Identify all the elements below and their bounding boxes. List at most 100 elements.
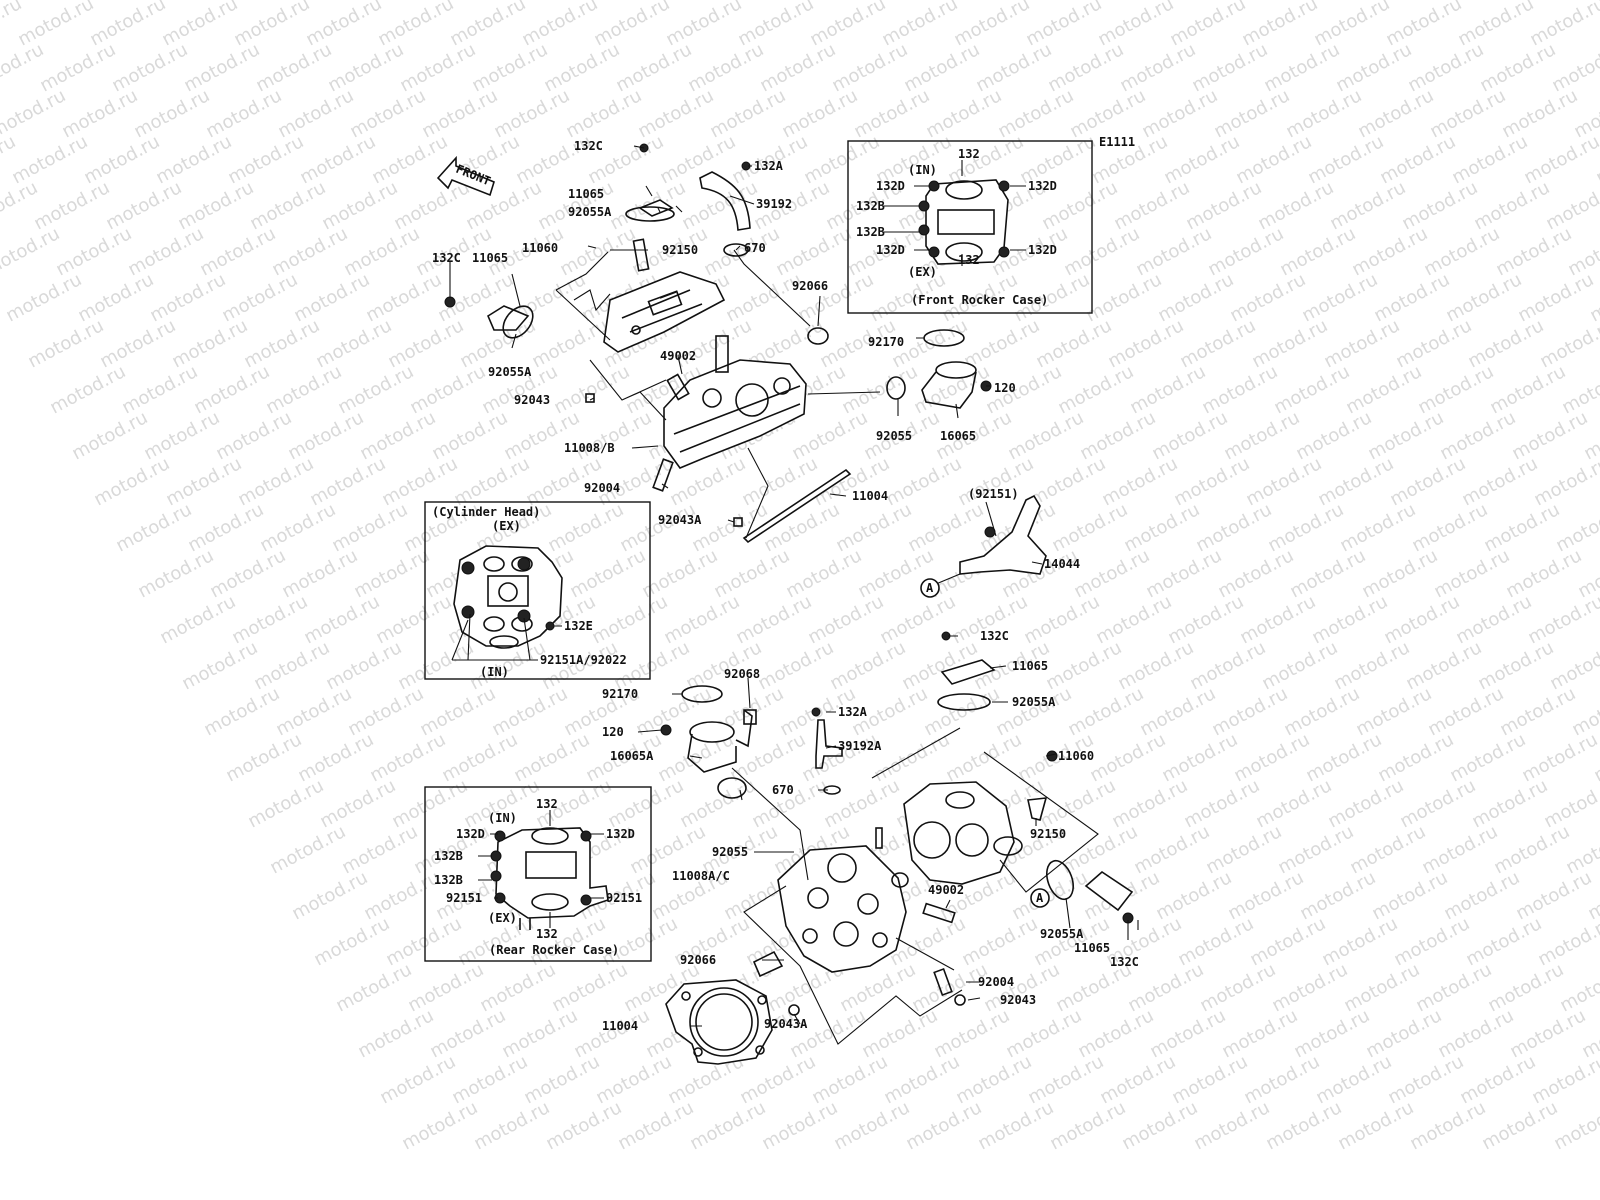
svg-text:92043: 92043 xyxy=(514,393,550,407)
svg-text:670: 670 xyxy=(744,241,766,255)
svg-text:11065: 11065 xyxy=(1074,941,1110,955)
front-rocker-case-inset xyxy=(847,140,1093,314)
svg-text:92055: 92055 xyxy=(712,845,748,859)
front-rocker-case-leaders xyxy=(882,160,1026,266)
svg-text:11008/B: 11008/B xyxy=(564,441,615,455)
rear-cylinder-head xyxy=(777,845,907,973)
svg-text:11004: 11004 xyxy=(852,489,888,503)
svg-text:92055A: 92055A xyxy=(488,365,532,379)
rear-rocker-ex-label: (EX) xyxy=(488,911,517,925)
svg-text:92170: 92170 xyxy=(602,687,638,701)
rear-leader-lines xyxy=(637,635,1139,1027)
svg-text:132B: 132B xyxy=(434,873,463,887)
svg-text:132: 132 xyxy=(958,253,980,267)
svg-text:132C: 132C xyxy=(574,139,603,153)
cylinder-head-ex-label: (EX) xyxy=(492,519,521,533)
svg-text:132B: 132B xyxy=(856,225,885,239)
rear-clamp-92170 xyxy=(681,685,723,703)
rear-cylinder-head-cover xyxy=(903,781,1023,885)
inset-titles: (Front Rocker Case) (IN) (EX) 132 132D 1… xyxy=(432,147,1057,957)
rear-rocker-in-label: (IN) xyxy=(488,811,517,825)
svg-text:11008A/C: 11008A/C xyxy=(672,869,730,883)
svg-text:132C: 132C xyxy=(432,251,461,265)
svg-text:16065A: 16065A xyxy=(610,749,654,763)
cylinder-head-leaders xyxy=(451,613,562,661)
svg-text:132C: 132C xyxy=(1110,955,1139,969)
svg-text:92043A: 92043A xyxy=(658,513,702,527)
rear-rocker-case-drawing xyxy=(490,827,609,930)
svg-text:132D: 132D xyxy=(456,827,485,841)
svg-text:92055: 92055 xyxy=(876,429,912,443)
front-rocker-ex-label: (EX) xyxy=(908,265,937,279)
rear-cylinder-head-gasket xyxy=(665,979,773,1065)
svg-text:132D: 132D xyxy=(606,827,635,841)
svg-text:92043A: 92043A xyxy=(764,1017,808,1031)
front-cylinder-head-cover xyxy=(603,271,726,353)
svg-text:11065: 11065 xyxy=(568,187,604,201)
part-number-labels: 132C 132A 11065 39192 92055A 11060 92150… xyxy=(432,139,1139,1033)
svg-text:92170: 92170 xyxy=(868,335,904,349)
front-cylinder-head xyxy=(663,359,807,469)
svg-text:92151: 92151 xyxy=(446,891,482,905)
svg-text:92150: 92150 xyxy=(1030,827,1066,841)
svg-text:(92151): (92151) xyxy=(968,487,1019,501)
svg-text:132: 132 xyxy=(536,797,558,811)
svg-text:49002: 49002 xyxy=(928,883,964,897)
front-bracket-14044 xyxy=(959,494,1047,575)
front-leader-lines xyxy=(449,145,1043,585)
svg-text:A: A xyxy=(926,581,934,595)
svg-text:92150: 92150 xyxy=(662,243,698,257)
svg-text:39192A: 39192A xyxy=(838,739,882,753)
rear-intake-joint-16065A xyxy=(687,709,753,773)
svg-text:92004: 92004 xyxy=(584,481,620,495)
svg-text:92151A/92022: 92151A/92022 xyxy=(540,653,627,667)
front-clamp-92170 xyxy=(923,329,965,347)
svg-text:14044: 14044 xyxy=(1044,557,1080,571)
svg-text:92043: 92043 xyxy=(1000,993,1036,1007)
svg-text:120: 120 xyxy=(994,381,1016,395)
cylinder-head-in-label: (IN) xyxy=(480,665,509,679)
svg-text:11065: 11065 xyxy=(1012,659,1048,673)
svg-text:132: 132 xyxy=(536,927,558,941)
rear-rocker-case-leaders xyxy=(478,810,604,928)
front-rocker-case-drawing xyxy=(918,179,1010,265)
cylinder-head-top-view xyxy=(453,545,563,649)
front-misc-parts xyxy=(444,143,996,641)
marker-a-upper: A xyxy=(920,578,940,598)
front-rocker-in-label: (IN) xyxy=(908,163,937,177)
diagram-code: E1111 xyxy=(1099,135,1135,149)
svg-text:120: 120 xyxy=(602,725,624,739)
svg-text:92151: 92151 xyxy=(606,891,642,905)
front-cylinder-head-gasket xyxy=(742,468,852,544)
svg-text:132D: 132D xyxy=(1028,243,1057,257)
marker-a-lower: A xyxy=(1030,888,1050,908)
svg-text:670: 670 xyxy=(772,783,794,797)
svg-text:92055A: 92055A xyxy=(568,205,612,219)
rear-assembly-frame-lines xyxy=(731,727,1099,1045)
svg-text:132B: 132B xyxy=(856,199,885,213)
cylinder-head-title: (Cylinder Head) xyxy=(432,505,540,519)
svg-text:39192: 39192 xyxy=(756,197,792,211)
cylinder-head-inset xyxy=(424,501,651,680)
rear-cover-plate-11065 xyxy=(937,659,1134,912)
front-water-pipe-39192 xyxy=(699,171,751,231)
rear-water-pipe-39192A xyxy=(815,719,843,769)
svg-text:132A: 132A xyxy=(838,705,868,719)
svg-text:132B: 132B xyxy=(434,849,463,863)
rear-rocker-case-inset xyxy=(424,786,652,962)
svg-text:92068: 92068 xyxy=(724,667,760,681)
svg-text:92055A: 92055A xyxy=(1012,695,1056,709)
front-intake-joint-16065 xyxy=(921,361,977,409)
svg-text:11065: 11065 xyxy=(472,251,508,265)
svg-text:92066: 92066 xyxy=(680,953,716,967)
svg-text:92066: 92066 xyxy=(792,279,828,293)
rear-rocker-case-title: (Rear Rocker Case) xyxy=(489,943,619,957)
svg-text:A: A xyxy=(1036,891,1044,905)
front-assembly-frame-lines xyxy=(555,249,881,539)
svg-text:132D: 132D xyxy=(876,179,905,193)
svg-text:11060: 11060 xyxy=(1058,749,1094,763)
svg-text:132D: 132D xyxy=(876,243,905,257)
svg-text:132: 132 xyxy=(958,147,980,161)
svg-text:11060: 11060 xyxy=(522,241,558,255)
